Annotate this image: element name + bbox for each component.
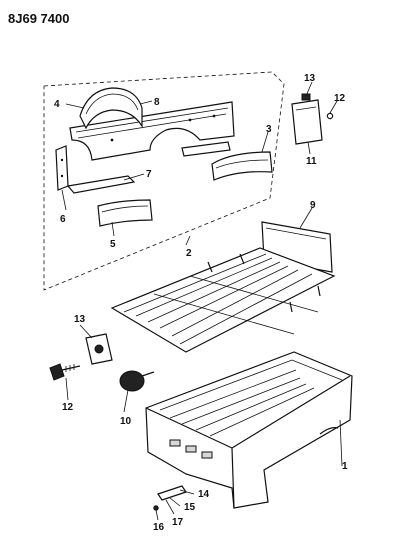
callout-16: 16 xyxy=(153,522,165,533)
pickup-box-1 xyxy=(145,351,353,509)
callout-3: 3 xyxy=(266,124,272,135)
callout-1: 1 xyxy=(342,461,348,472)
bracket-7 xyxy=(66,175,136,194)
callout-13-upper: 13 xyxy=(304,73,316,84)
callout-17: 17 xyxy=(172,517,184,528)
bumper-10 xyxy=(119,370,155,392)
callout-6: 6 xyxy=(60,214,66,225)
callout-5: 5 xyxy=(110,239,116,250)
wheelhouse xyxy=(79,87,143,130)
screw-12-upper xyxy=(326,112,334,120)
lamp-bracket-11 xyxy=(291,93,323,145)
callout-8: 8 xyxy=(154,97,160,108)
callout-7: 7 xyxy=(146,169,152,180)
callout-12-upper: 12 xyxy=(334,93,346,104)
screw-16 xyxy=(153,505,159,511)
callout-13-lower: 13 xyxy=(74,314,86,325)
bed-floor xyxy=(110,247,336,353)
callout-11: 11 xyxy=(306,156,317,167)
callout-2: 2 xyxy=(186,248,192,259)
bracket-3 xyxy=(211,151,273,181)
clip-nut-13 xyxy=(85,333,113,365)
stake-pocket-6 xyxy=(55,145,69,191)
bracket-5 xyxy=(97,199,153,227)
inner-side-panel xyxy=(69,101,235,161)
callout-14: 14 xyxy=(198,489,210,500)
callout-10: 10 xyxy=(120,416,132,427)
callout-9: 9 xyxy=(310,200,316,211)
floor-crossmember xyxy=(181,141,231,157)
bolt-12 xyxy=(49,363,81,381)
plate-14-15 xyxy=(157,485,187,501)
callout-4: 4 xyxy=(54,99,60,110)
group-boundary-dashed xyxy=(43,71,285,291)
diagram-code: 8J69 7400 xyxy=(8,11,69,26)
leader-lines xyxy=(61,81,343,521)
callout-15: 15 xyxy=(184,502,196,513)
callout-12-lower: 12 xyxy=(62,402,74,413)
